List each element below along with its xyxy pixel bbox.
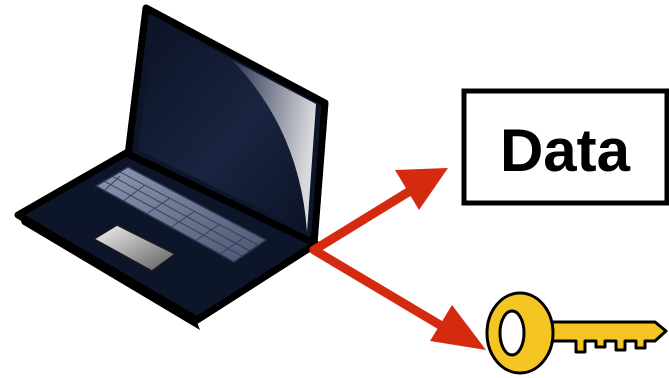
arrow-to-data [309, 168, 448, 255]
laptop-touchpad [92, 224, 177, 272]
laptop-keyboard [94, 166, 268, 263]
laptop-screen [124, 4, 329, 248]
data-box-label: Data [500, 117, 631, 184]
arrow-to-key [309, 245, 486, 350]
data-box: Data [461, 88, 669, 206]
laptop-icon [14, 4, 329, 330]
key-icon [485, 291, 668, 375]
